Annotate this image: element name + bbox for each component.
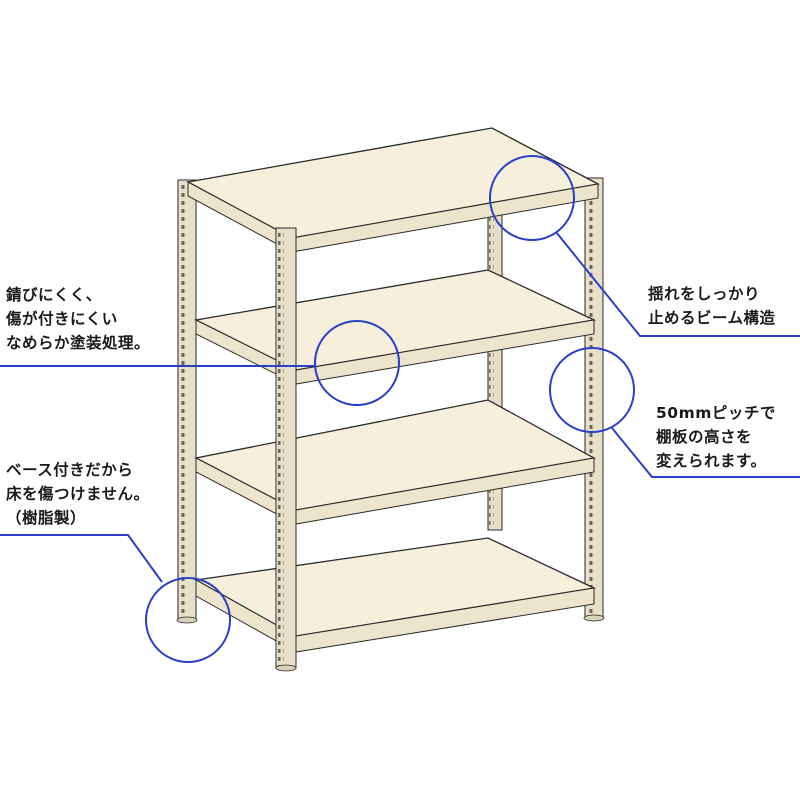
callout-base-marker [0,534,231,663]
callout-rust-marker [0,320,400,406]
back-left-post [177,179,197,621]
callout-rust-text: 錆びにくく、 傷が付きにくい なめらか塗装処理。 [6,283,150,355]
callout-line: ベース付きだから [6,461,134,479]
back-left-foot [176,616,198,624]
shelf-third [194,399,596,525]
callout-beam-text: 揺れをしっかり 止めるビーム構造 [648,282,776,330]
callout-line: 錆びにくく、 [6,286,102,304]
callout-line: 変えられます。 [656,452,767,470]
shelf-bottom [194,537,597,653]
front-right-post [584,177,604,619]
callout-line: 50mmピッチで [656,404,776,422]
callout-line: 床を傷つけません。 [6,485,150,503]
shelf-top [186,127,600,253]
callout-beam-marker [489,155,800,337]
callout-line: 揺れをしっかり [648,285,761,303]
front-right-foot [583,614,605,622]
callout-line: 止めるビーム構造 [648,309,776,327]
callout-pitch-text: 50mmピッチで 棚板の高さを 変えられます。 [656,401,776,473]
callout-line: 傷が付きにくい [6,310,118,328]
front-left-post [275,227,297,672]
callout-line: （樹脂製） [6,509,87,527]
callout-line: なめらか塗装処理。 [6,334,151,352]
callout-pitch-marker [549,347,800,478]
callout-line: 棚板の高さを [656,428,753,446]
callout-base-text: ベース付きだから 床を傷つけません。 （樹脂製） [6,458,150,530]
